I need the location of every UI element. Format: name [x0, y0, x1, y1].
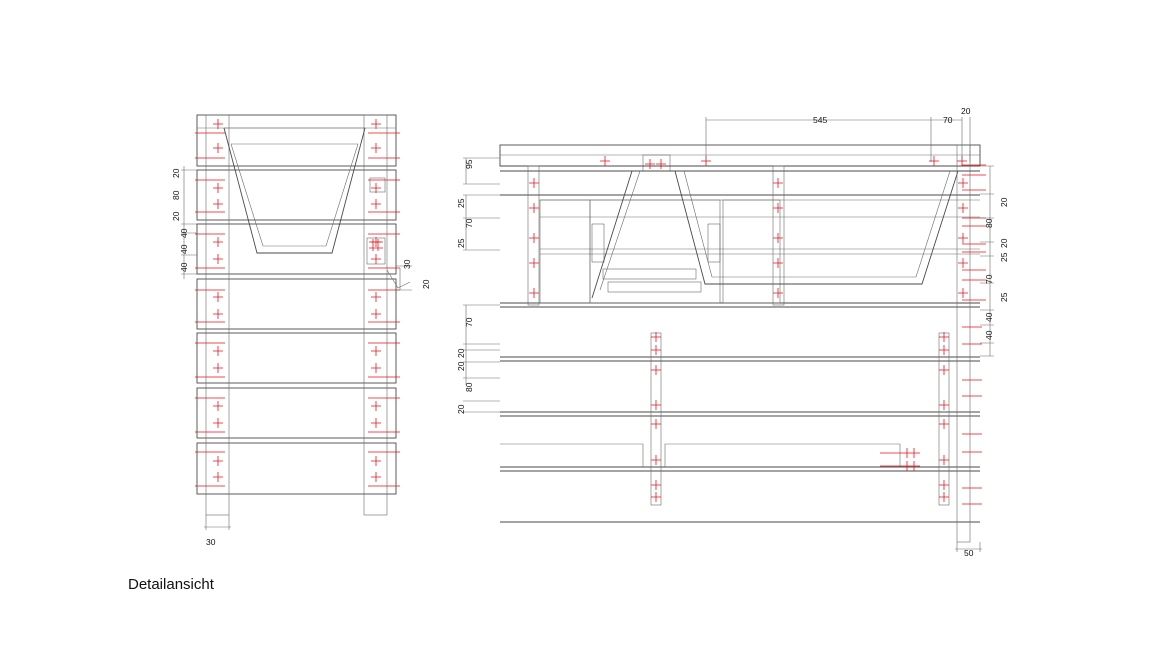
left-dim-40-a: 40 [179, 228, 189, 238]
right-elevation-view: 545 70 20 95 25 70 25 70 20 20 80 20 20 … [456, 106, 1009, 558]
left-dim-40-c: 40 [179, 262, 189, 272]
right-dim-40-a: 40 [984, 312, 994, 322]
right-dim-545: 545 [813, 115, 827, 125]
left-section-view: 20 80 20 40 40 40 30 20 30 [171, 114, 431, 547]
right-dim-70-c: 70 [984, 274, 994, 284]
right-view-red-markers [529, 156, 986, 505]
right-dim-25-a: 25 [456, 198, 466, 208]
left-dim-20-a: 20 [171, 168, 181, 178]
left-dim-30-bottom: 30 [206, 537, 216, 547]
left-view-outline [196, 114, 411, 516]
right-dim-20-c: 20 [456, 404, 466, 414]
right-dim-20-d: 20 [999, 197, 1009, 207]
right-dim-25-d: 25 [999, 292, 1009, 302]
left-dim-20-side: 20 [421, 279, 431, 289]
caption: Detailansicht [128, 576, 214, 593]
right-dim-25-c: 25 [999, 252, 1009, 262]
left-dim-80: 80 [171, 190, 181, 200]
left-view-red-markers [195, 119, 400, 487]
right-dim-80-a: 80 [464, 382, 474, 392]
right-dim-20-b: 20 [456, 361, 466, 371]
right-dim-40-b: 40 [984, 330, 994, 340]
left-dim-30-small: 30 [402, 259, 412, 269]
right-dim-20-a: 20 [456, 348, 466, 358]
right-dim-50-bottom: 50 [964, 548, 974, 558]
right-dim-70-b: 70 [464, 317, 474, 327]
right-dim-95: 95 [464, 159, 474, 169]
left-dim-40-b: 40 [179, 244, 189, 254]
left-dim-20-b: 20 [171, 211, 181, 221]
right-dim-70-a: 70 [464, 218, 474, 228]
right-view-dimension-lines: 545 70 20 95 25 70 25 70 20 20 80 20 20 … [456, 106, 1009, 558]
right-dim-70-top: 70 [943, 115, 953, 125]
right-dim-80-b: 80 [984, 218, 994, 228]
right-dim-20-e: 20 [999, 238, 1009, 248]
right-view-outline [499, 144, 981, 543]
left-view-dimension-lines: 20 80 20 40 40 40 30 20 30 [171, 166, 431, 547]
right-dim-20-top: 20 [961, 106, 971, 116]
right-dim-25-b: 25 [456, 238, 466, 248]
